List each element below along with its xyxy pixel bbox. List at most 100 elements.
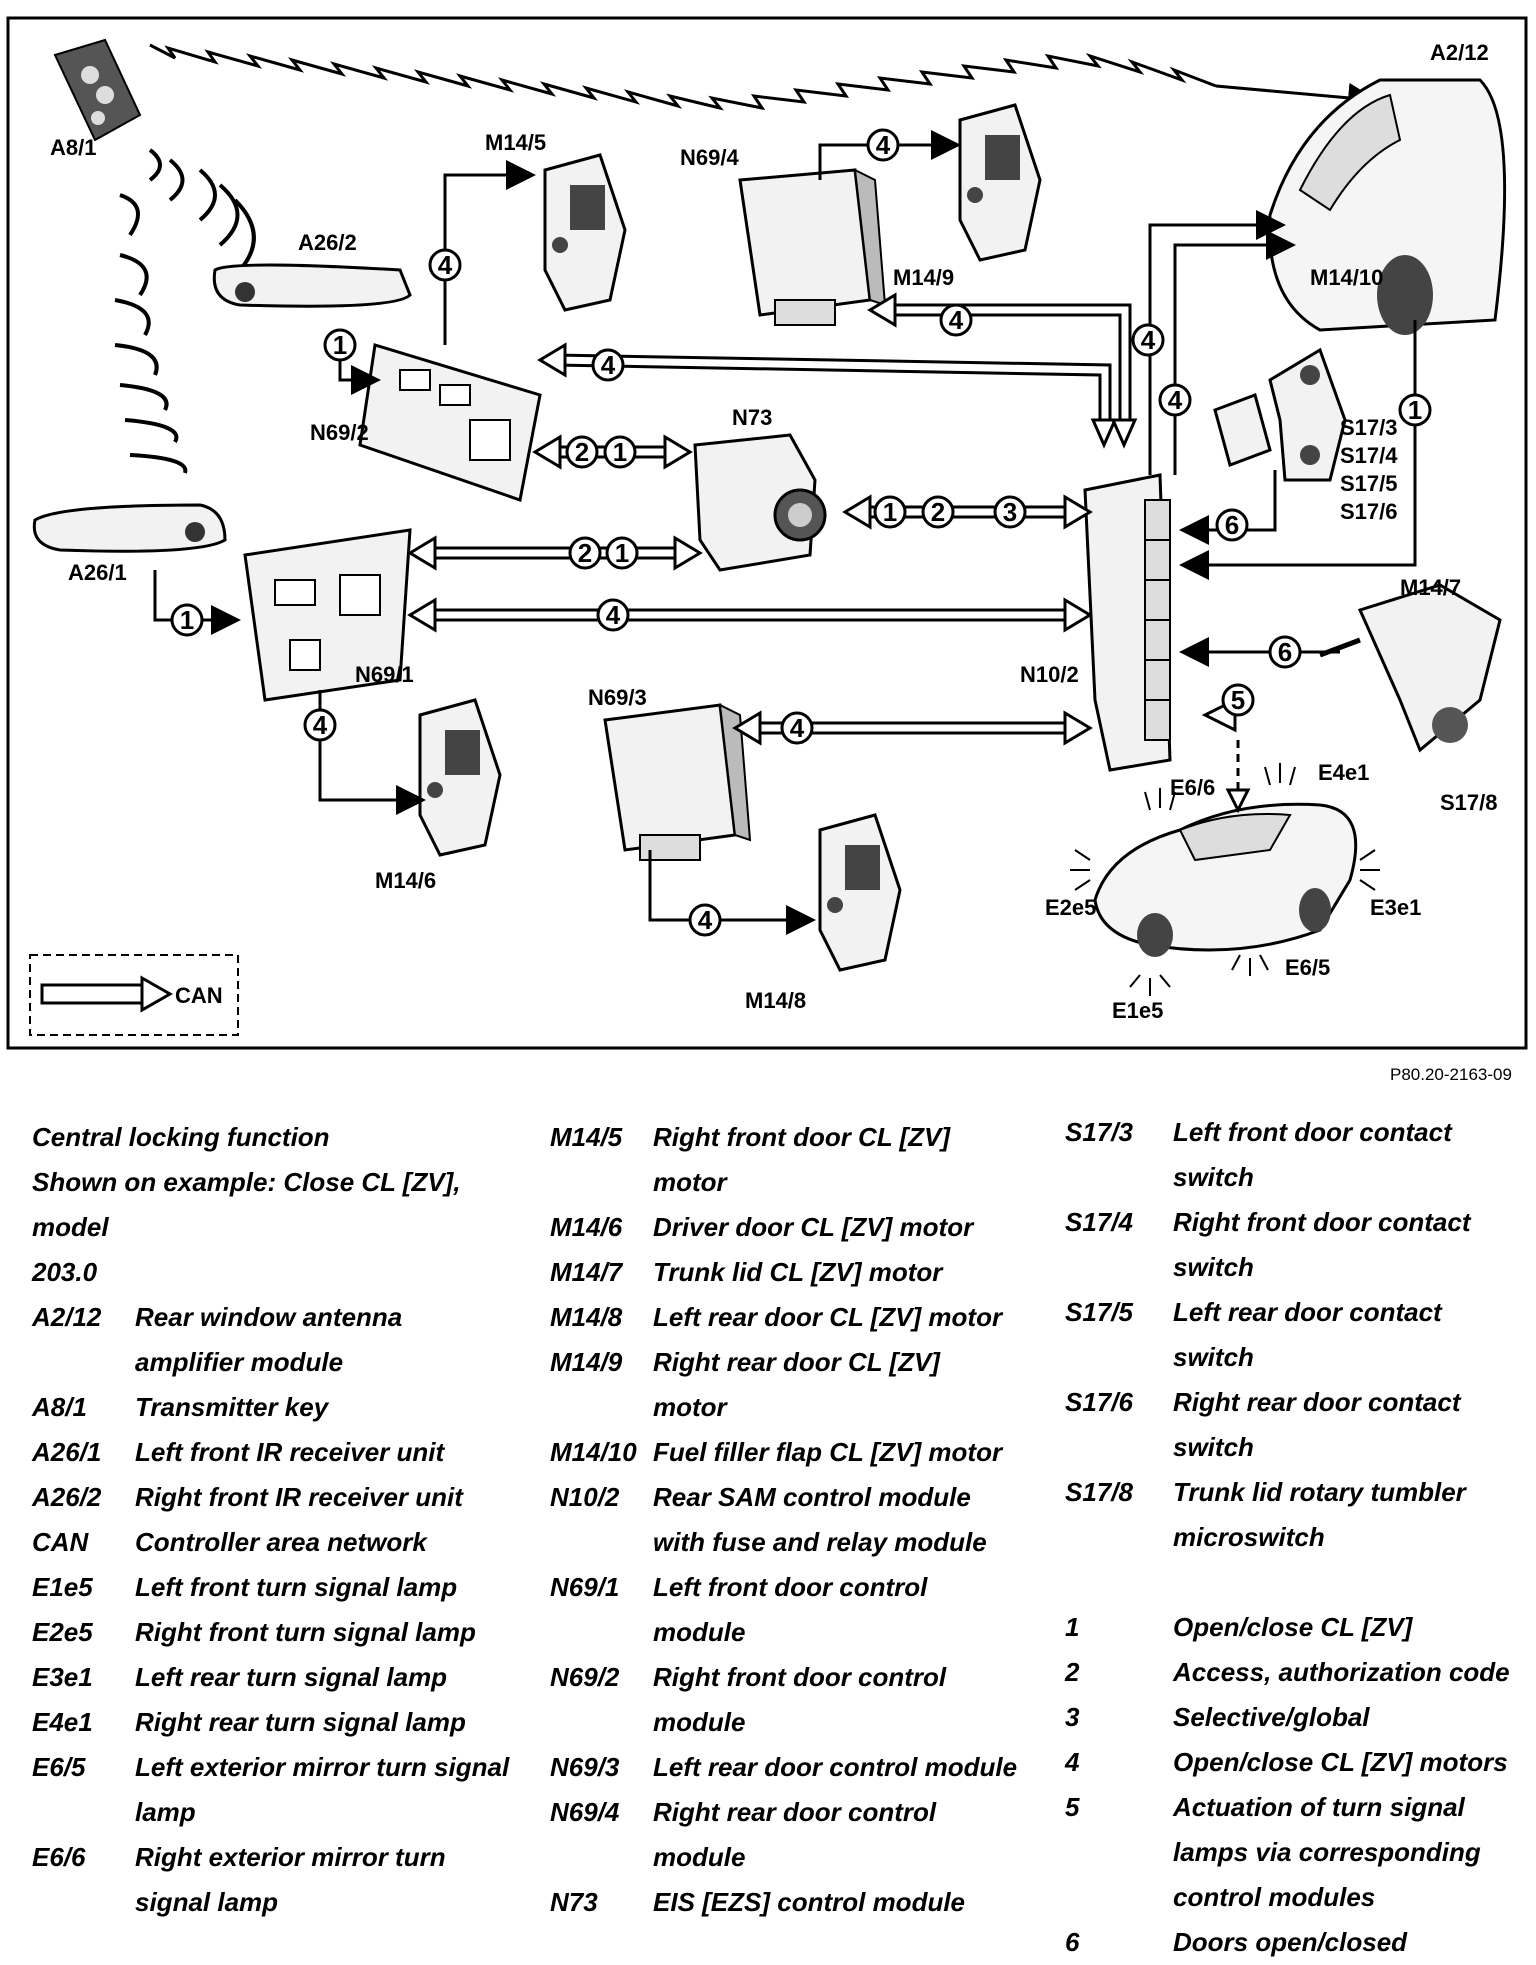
label-M14-6: M14/6 [375, 868, 436, 893]
svg-text:1: 1 [613, 437, 627, 467]
svg-text:1: 1 [883, 497, 897, 527]
number-labels: 1 1 4 4 4 4 2 1 1 2 3 2 1 4 4 4 4 4 4 1 … [180, 130, 1422, 935]
figure-reference-code: P80.20-2163-09 [1390, 1065, 1512, 1084]
svg-text:4: 4 [438, 250, 453, 280]
label-E1e5: E1e5 [1112, 998, 1163, 1023]
svg-text:4: 4 [876, 130, 891, 160]
svg-text:4: 4 [313, 710, 328, 740]
legend-title: Central locking function [32, 1122, 330, 1152]
dashed-arrow-5 [1225, 788, 1251, 814]
label-M14-7: M14/7 [1400, 575, 1461, 600]
svg-text:1: 1 [615, 538, 629, 568]
label-E4e1: E4e1 [1318, 760, 1369, 785]
svg-text:1: 1 [333, 330, 347, 360]
label-N73: N73 [732, 405, 772, 430]
svg-text:6: 6 [1278, 637, 1292, 667]
m14-8-lock-motor-icon [818, 813, 902, 972]
n69-1-module-icon [243, 528, 412, 702]
svg-text:4: 4 [698, 905, 713, 935]
svg-text:5: 5 [1231, 685, 1245, 715]
svg-text:4: 4 [790, 713, 805, 743]
m14-6-lock-motor-icon [418, 698, 502, 857]
right-ir-receiver-icon [212, 263, 412, 308]
label-N69-4: N69/4 [680, 145, 739, 170]
svg-text:2: 2 [931, 497, 945, 527]
label-M14-8: M14/8 [745, 988, 806, 1013]
ir-waves [114, 148, 256, 474]
svg-text:6: 6 [1225, 510, 1239, 540]
legend-column-1: Central locking function Shown on exampl… [32, 1115, 512, 1925]
n10-2-sam-module-icon [1083, 473, 1172, 772]
label-N10-2: N10/2 [1020, 662, 1079, 687]
svg-text:4: 4 [1168, 385, 1183, 415]
label-E2e5: E2e5 [1045, 895, 1096, 920]
rear-car-icon [1268, 78, 1507, 335]
can-arrowheads [407, 292, 1138, 746]
m14-9-lock-motor-icon [958, 103, 1042, 262]
svg-text:CAN: CAN [175, 983, 223, 1008]
legend-subtitle: Shown on example: Close CL [ZV], model [32, 1167, 461, 1242]
legend-model: 203.0 [32, 1257, 98, 1287]
svg-text:4: 4 [601, 350, 616, 380]
label-S17-6: S17/6 [1340, 499, 1398, 524]
n69-3-module-icon [603, 703, 752, 861]
label-A8-1: A8/1 [50, 135, 96, 160]
svg-text:4: 4 [606, 600, 621, 630]
label-S17-8: S17/8 [1440, 790, 1498, 815]
ir-beam-top [149, 43, 1217, 111]
trunk-lid-motor-icon [1319, 583, 1502, 753]
n69-2-module-icon [358, 343, 542, 502]
label-A26-1: A26/1 [68, 560, 127, 585]
svg-text:2: 2 [578, 538, 592, 568]
left-ir-receiver-icon [32, 503, 227, 553]
label-S17-4: S17/4 [1340, 443, 1398, 468]
diagram-frame [6, 16, 1528, 1050]
svg-text:3: 3 [1003, 497, 1017, 527]
central-locking-diagram: A8/1 A26/2 A26/1 N69/2 N69/1 N73 N69/4 [6, 16, 1528, 1084]
m14-5-lock-motor-icon [543, 153, 627, 312]
label-S17-5: S17/5 [1340, 471, 1398, 496]
label-M14-5: M14/5 [485, 130, 546, 155]
door-contact-switch-icon [1213, 347, 1347, 482]
label-S17-3: S17/3 [1340, 415, 1398, 440]
label-E6-5: E6/5 [1285, 955, 1330, 980]
front-car-icon [1093, 802, 1358, 957]
label-E6-6: E6/6 [1170, 775, 1215, 800]
n69-4-module-icon [738, 168, 887, 326]
label-N69-3: N69/3 [588, 685, 647, 710]
n73-ezs-module-icon [693, 433, 827, 572]
number-circles [170, 128, 1432, 937]
label-E3e1: E3e1 [1370, 895, 1421, 920]
can-legend: CAN [29, 954, 239, 1036]
svg-text:2: 2 [575, 437, 589, 467]
svg-text:4: 4 [1141, 325, 1156, 355]
